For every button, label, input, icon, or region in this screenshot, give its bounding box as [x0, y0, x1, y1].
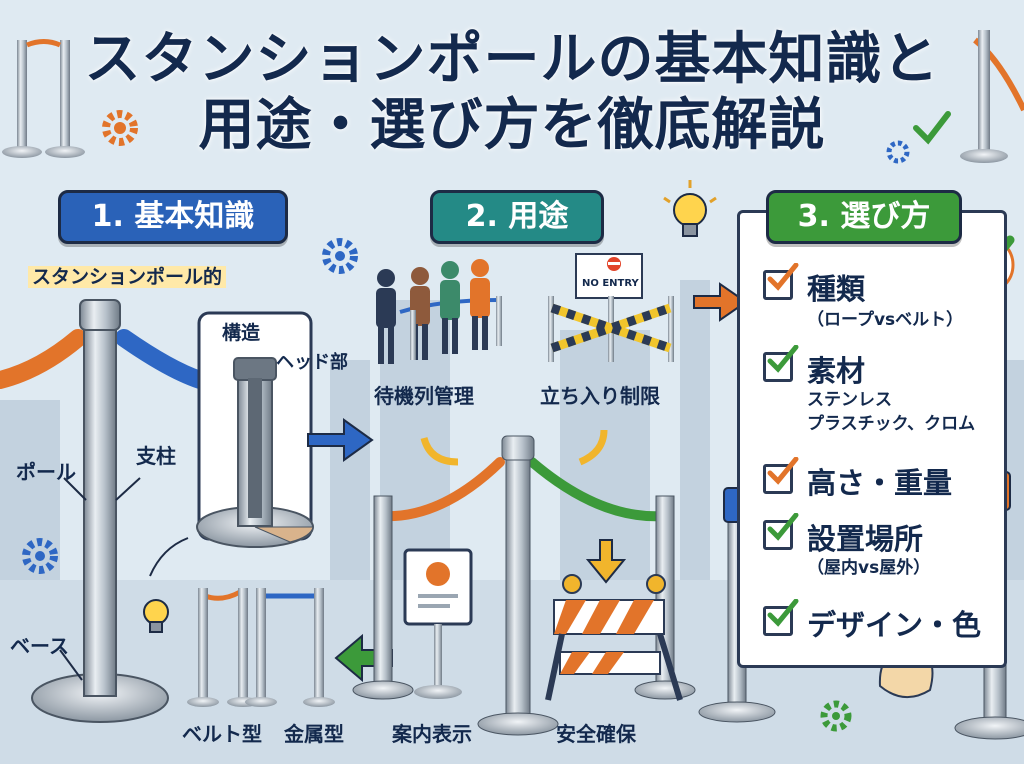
label-head: ヘッド部	[276, 352, 348, 373]
shaft-leader-line	[115, 477, 141, 501]
center-stanchions-with-ropes	[352, 435, 696, 736]
decor-stanchion-top-right	[960, 30, 1024, 163]
label-guide-display: 案内表示	[392, 722, 472, 746]
section-uses-header: 2. 用途	[430, 190, 604, 244]
checklist-item-label: デザイン・色	[807, 608, 982, 642]
label-shaft: 支柱	[136, 444, 176, 468]
guide-sign-illustration	[403, 548, 473, 699]
down-arrow-icon	[585, 539, 627, 584]
gear-icon	[820, 700, 852, 732]
basics-heading-text: スタンションポール的	[28, 266, 227, 288]
gear-icon	[322, 238, 358, 274]
decor-stanchions-top-left	[2, 39, 85, 158]
check-icon	[913, 111, 951, 145]
label-safety: 安全確保	[556, 722, 636, 746]
label-pole: ポール	[16, 460, 76, 484]
checklist-item-note: （ロープvsベルト）	[807, 310, 964, 330]
gear-icon	[102, 110, 138, 146]
checklist-item-note: ステンレス	[807, 390, 892, 410]
label-base: ベース	[10, 634, 69, 658]
section-basics-header: 1. 基本知識	[58, 190, 288, 244]
belt-and-metal-stanchions	[187, 588, 335, 707]
checklist-item-label: 設置場所	[807, 522, 924, 556]
section-choose-header: 3. 選び方	[766, 190, 962, 244]
selection-checklist: 種類 （ロープvsベルト） 素材 ステンレス プラスチック、クロム 高さ・重量 …	[737, 210, 1001, 662]
checkmark-icon	[767, 599, 799, 627]
checklist-item-note: プラスチック、クロム	[807, 414, 976, 434]
checklist-item-label: 素材	[807, 354, 866, 388]
base-leader-line	[59, 649, 83, 681]
label-restricted-entry: 立ち入り制限	[540, 384, 660, 408]
lightbulb-icon	[663, 180, 717, 237]
curved-arrow-icon	[149, 537, 189, 577]
checkmark-icon	[767, 345, 799, 373]
pole-leader-line	[63, 477, 87, 501]
right-arrow-icon	[307, 418, 374, 462]
lightbulb-icon	[143, 599, 169, 633]
gear-icon	[886, 140, 910, 164]
curved-arrow-icon	[578, 429, 608, 466]
curved-arrow-icon	[420, 436, 459, 466]
no-entry-sign-text: NO ENTRY	[582, 278, 639, 289]
checkmark-icon	[767, 457, 799, 485]
checkbox-icon	[763, 457, 799, 494]
label-queue-management: 待機列管理	[374, 384, 474, 408]
right-arrow-icon	[693, 282, 748, 322]
basics-heading: スタンションポール的	[28, 262, 227, 289]
label-metal-type: 金属型	[284, 722, 344, 746]
large-stanchion-illustration	[0, 299, 209, 723]
safety-barricade-illustration	[545, 574, 683, 701]
checklist-item-note: （屋内vs屋外）	[807, 558, 931, 578]
checklist-item-label: 種類	[807, 272, 866, 306]
checkmark-icon	[767, 263, 799, 291]
checkmark-icon	[767, 513, 799, 541]
page-title-line-1: スタンションポールの基本知識と	[84, 27, 940, 92]
gear-icon	[22, 538, 58, 574]
checklist-item-label: 高さ・重量	[807, 466, 953, 500]
checkbox-icon	[763, 263, 799, 300]
checkbox-icon	[763, 345, 799, 382]
checkbox-icon	[763, 513, 799, 550]
page-title-line-2: 用途・選び方を徹底解説	[198, 93, 826, 158]
structure-cutaway-card	[196, 311, 314, 548]
label-structure: 構造	[222, 322, 261, 344]
checkbox-icon	[763, 599, 799, 636]
queue-people-illustration	[376, 259, 502, 364]
no-entry-barrier-illustration	[548, 253, 674, 362]
label-belt-type: ベルト型	[182, 722, 262, 746]
